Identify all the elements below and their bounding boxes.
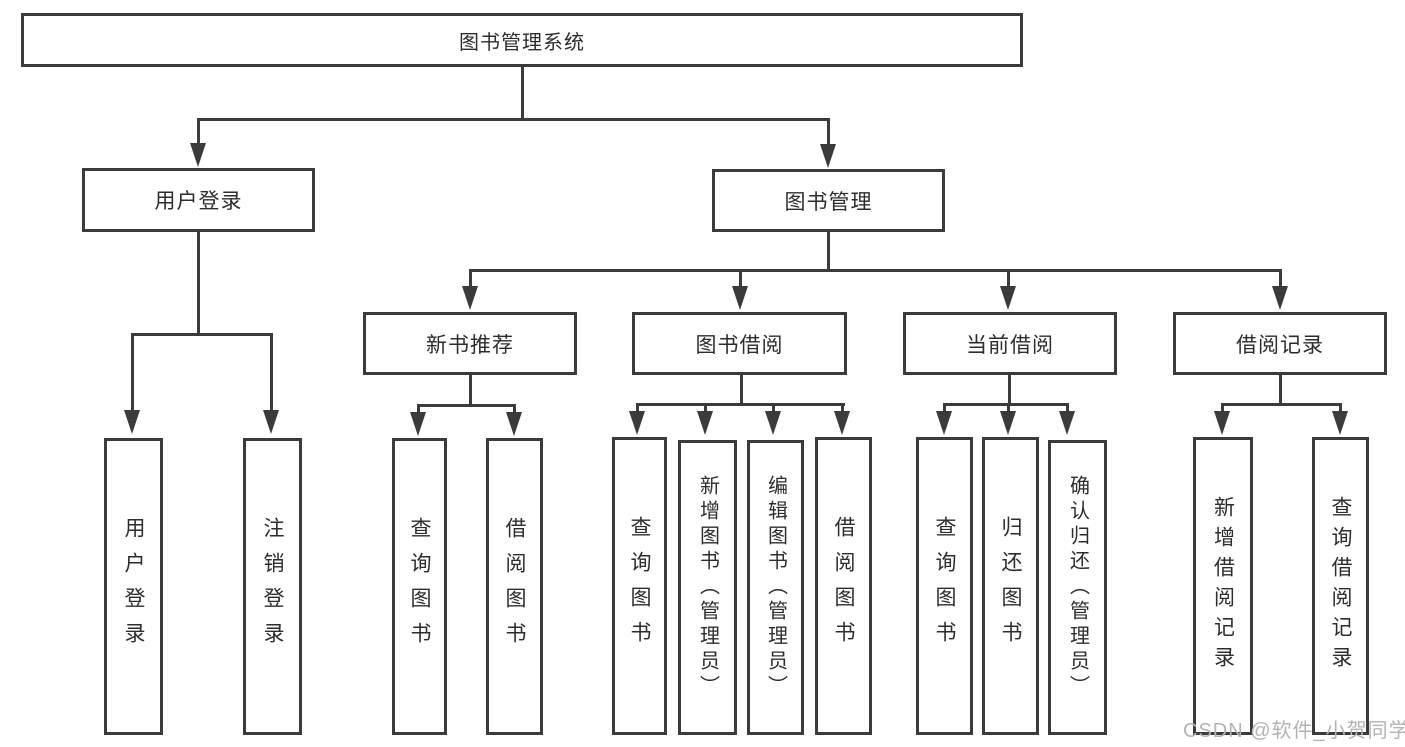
arrow-down-icon xyxy=(462,286,478,310)
connector-borrowing-stem xyxy=(740,375,743,406)
connector-current-stem xyxy=(1008,375,1011,406)
leaf-borrowing-add: 新增图书（管理员） xyxy=(678,440,737,735)
arrow-down-icon xyxy=(410,412,426,436)
leaf-current-confirm-label: 确认归还（管理员） xyxy=(1066,475,1089,700)
connector-stub xyxy=(1066,403,1069,411)
connector-to-login-leaf xyxy=(131,333,134,410)
csdn-watermark: CSDN @软件_小贺同学 xyxy=(1183,720,1405,742)
arrow-down-icon xyxy=(697,411,713,435)
connector-root-to-user-login xyxy=(197,118,200,144)
connector-root-rail xyxy=(197,118,830,121)
leaf-logout: 注销登录 xyxy=(243,438,302,735)
arrow-down-icon xyxy=(124,410,140,434)
connector-book-mgmt-stem xyxy=(827,232,830,271)
arrow-down-icon xyxy=(732,286,748,310)
leaf-current-return: 归还图书 xyxy=(982,437,1039,735)
connector-to-borrowing xyxy=(739,269,742,287)
node-user-login-label: 用户登录 xyxy=(154,190,243,213)
node-book-management: 图书管理 xyxy=(712,169,945,232)
connector-current-rail xyxy=(943,403,1069,406)
connector-borrowing-rail xyxy=(636,403,845,406)
leaf-current-return-label: 归还图书 xyxy=(999,516,1022,656)
arrow-down-icon xyxy=(1000,411,1016,435)
connector-stub xyxy=(772,403,775,411)
root-node-label: 图书管理系统 xyxy=(459,31,585,54)
leaf-current-query: 查询图书 xyxy=(916,437,973,735)
leaf-records-add-label: 新增借阅记录 xyxy=(1211,496,1235,676)
node-borrow-records-label: 借阅记录 xyxy=(1236,333,1324,357)
arrow-down-icon xyxy=(1059,411,1075,435)
leaf-user-login-label: 用户登录 xyxy=(122,516,145,657)
arrow-down-icon xyxy=(1272,286,1288,310)
connector-stub xyxy=(1339,403,1342,411)
connector-book-mgmt-rail xyxy=(469,269,1282,272)
leaf-newbooks-query-label: 查询图书 xyxy=(408,516,431,657)
connector-stub xyxy=(943,403,946,411)
node-current-borrow: 当前借阅 xyxy=(903,312,1117,375)
arrow-down-icon xyxy=(263,410,279,434)
leaf-newbooks-borrow-label: 借阅图书 xyxy=(503,516,526,657)
leaf-borrowing-add-label: 新增图书（管理员） xyxy=(696,475,719,700)
node-book-management-label: 图书管理 xyxy=(784,190,873,214)
arrow-down-icon xyxy=(765,411,781,435)
leaf-borrowing-borrow: 借阅图书 xyxy=(815,437,872,735)
connector-stub xyxy=(841,403,844,411)
arrow-down-icon xyxy=(629,411,645,435)
arrow-down-icon xyxy=(1214,411,1230,435)
arrow-down-icon xyxy=(820,144,836,168)
leaf-newbooks-borrow: 借阅图书 xyxy=(486,438,543,735)
node-new-books: 新书推荐 xyxy=(363,312,577,375)
leaf-current-confirm: 确认归还（管理员） xyxy=(1048,440,1107,735)
node-current-borrow-label: 当前借阅 xyxy=(966,333,1054,357)
connector-stub xyxy=(704,403,707,411)
connector-stub xyxy=(1007,403,1010,411)
connector-records-rail xyxy=(1221,403,1342,406)
leaf-borrowing-query-label: 查询图书 xyxy=(628,516,651,656)
node-borrowing: 图书借阅 xyxy=(632,312,847,375)
connector-to-current xyxy=(1007,269,1010,287)
connector-new-books-stem xyxy=(469,375,472,406)
connector-root-to-book-mgmt xyxy=(827,118,830,144)
node-borrowing-label: 图书借阅 xyxy=(695,333,784,357)
connector-stub xyxy=(417,404,420,412)
leaf-records-query-label: 查询借阅记录 xyxy=(1329,496,1352,676)
connector-user-login-stem xyxy=(197,232,200,335)
leaf-current-query-label: 查询图书 xyxy=(933,516,956,656)
leaf-borrowing-query: 查询图书 xyxy=(612,437,667,735)
node-user-login: 用户登录 xyxy=(82,168,315,232)
connector-user-login-rail xyxy=(131,333,273,336)
leaf-records-query: 查询借阅记录 xyxy=(1312,437,1369,735)
leaf-borrowing-borrow-label: 借阅图书 xyxy=(832,516,855,656)
connector-to-logout-leaf xyxy=(270,333,273,410)
root-node-library-system: 图书管理系统 xyxy=(21,13,1023,67)
connector-stub xyxy=(513,404,516,412)
connector-new-books-rail xyxy=(417,404,516,407)
leaf-user-login: 用户登录 xyxy=(104,438,163,735)
node-borrow-records: 借阅记录 xyxy=(1173,312,1387,375)
arrow-down-icon xyxy=(506,412,522,436)
leaf-borrowing-edit-label: 编辑图书（管理员） xyxy=(764,475,787,700)
arrow-down-icon xyxy=(834,411,850,435)
connector-to-records xyxy=(1279,269,1282,287)
arrow-down-icon xyxy=(936,411,952,435)
arrow-down-icon xyxy=(190,143,206,167)
arrow-down-icon xyxy=(1000,286,1016,310)
connector-stub xyxy=(636,403,639,411)
connector-to-new-books xyxy=(469,269,472,287)
leaf-logout-label: 注销登录 xyxy=(261,516,284,657)
leaf-borrowing-edit: 编辑图书（管理员） xyxy=(747,440,804,735)
leaf-newbooks-query: 查询图书 xyxy=(392,438,447,735)
node-new-books-label: 新书推荐 xyxy=(426,333,514,357)
leaf-records-add: 新增借阅记录 xyxy=(1193,437,1253,735)
arrow-down-icon xyxy=(1332,411,1348,435)
connector-stub xyxy=(1221,403,1224,411)
connector-records-stem xyxy=(1279,375,1282,406)
connector-root-stem xyxy=(521,66,524,120)
